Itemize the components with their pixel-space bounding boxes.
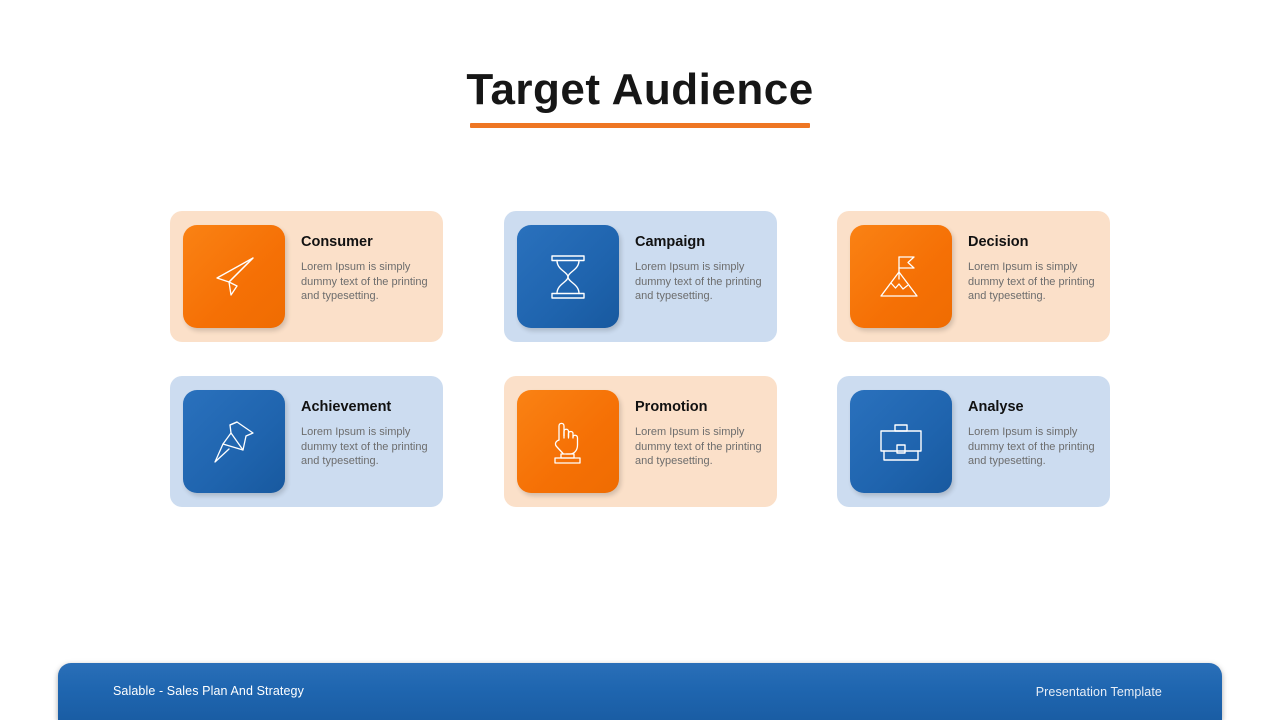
card-title: Consumer <box>301 234 373 250</box>
pushpin-icon <box>206 414 262 470</box>
icon-tile-campaign <box>517 225 619 328</box>
card-promotion[interactable]: Promotion Lorem Ipsum is simply dummy te… <box>504 376 777 507</box>
hand-press-button-icon <box>542 414 594 470</box>
card-text-campaign: Campaign Lorem Ipsum is simply dummy tex… <box>635 233 767 304</box>
footer-left-label: Salable - Sales Plan And Strategy <box>113 684 304 698</box>
card-text-achievement: Achievement Lorem Ipsum is simply dummy … <box>301 398 433 469</box>
card-description: Lorem Ipsum is simply dummy text of the … <box>968 426 1095 468</box>
card-analyse[interactable]: Analyse Lorem Ipsum is simply dummy text… <box>837 376 1110 507</box>
card-title: Decision <box>968 234 1029 250</box>
card-description: Lorem Ipsum is simply dummy text of the … <box>635 426 762 468</box>
card-campaign[interactable]: Campaign Lorem Ipsum is simply dummy tex… <box>504 211 777 342</box>
card-description: Lorem Ipsum is simply dummy text of the … <box>635 261 762 303</box>
card-achievement[interactable]: Achievement Lorem Ipsum is simply dummy … <box>170 376 443 507</box>
card-title: Promotion <box>635 399 708 415</box>
card-grid: Consumer Lorem Ipsum is simply dummy tex… <box>170 211 1111 507</box>
title-underline-rule <box>470 123 810 128</box>
card-description: Lorem Ipsum is simply dummy text of the … <box>968 261 1095 303</box>
slide-title-text: Target Audience <box>466 65 814 114</box>
page-title: Target Audience <box>0 62 1280 128</box>
hourglass-icon <box>543 249 593 305</box>
briefcase-icon <box>872 414 930 470</box>
icon-tile-promotion <box>517 390 619 493</box>
card-consumer[interactable]: Consumer Lorem Ipsum is simply dummy tex… <box>170 211 443 342</box>
card-description: Lorem Ipsum is simply dummy text of the … <box>301 261 428 303</box>
card-description: Lorem Ipsum is simply dummy text of the … <box>301 426 428 468</box>
card-decision[interactable]: Decision Lorem Ipsum is simply dummy tex… <box>837 211 1110 342</box>
paper-plane-icon <box>206 249 262 305</box>
icon-tile-achievement <box>183 390 285 493</box>
icon-tile-analyse <box>850 390 952 493</box>
card-title: Analyse <box>968 399 1024 415</box>
mountain-flag-icon <box>872 249 930 305</box>
card-text-consumer: Consumer Lorem Ipsum is simply dummy tex… <box>301 233 433 304</box>
footer-bar: Salable - Sales Plan And Strategy Presen… <box>58 663 1222 720</box>
card-title: Achievement <box>301 399 392 415</box>
footer-right-label: Presentation Template <box>1035 685 1162 699</box>
card-text-analyse: Analyse Lorem Ipsum is simply dummy text… <box>968 398 1100 469</box>
icon-tile-decision <box>850 225 952 328</box>
card-text-promotion: Promotion Lorem Ipsum is simply dummy te… <box>635 398 767 469</box>
card-title: Campaign <box>635 234 706 250</box>
card-text-decision: Decision Lorem Ipsum is simply dummy tex… <box>968 233 1100 304</box>
icon-tile-consumer <box>183 225 285 328</box>
